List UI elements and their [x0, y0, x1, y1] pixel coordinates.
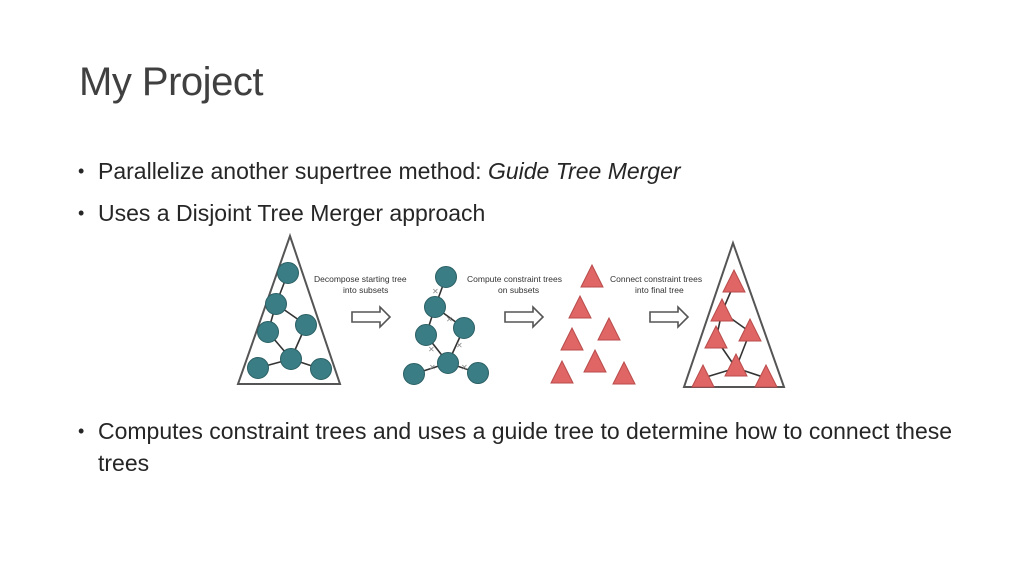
constraint-tree-triangle: [612, 360, 636, 385]
bullet-dot: •: [78, 421, 85, 441]
merged-tree-triangle: [691, 363, 715, 388]
tree-merger-diagram: Decompose starting tree into subsets ✕: [228, 232, 798, 392]
merged-tree-triangle: [710, 297, 734, 322]
panel-decomposed-subsets: ✕ ✕ ✕ ✕ ✕ ✕: [403, 266, 489, 385]
subset-node: [403, 363, 425, 385]
starting-tree-outline: [236, 232, 342, 385]
bullet-item-2: • Uses a Disjoint Tree Merger approach: [78, 197, 978, 229]
subset-node: [424, 296, 446, 318]
bullet-dot: •: [78, 203, 85, 223]
cut-marks: ✕ ✕ ✕ ✕ ✕ ✕: [428, 287, 468, 372]
step-1-label-line1: Decompose starting tree: [314, 274, 407, 284]
merged-tree-triangle: [738, 317, 762, 342]
tree-node: [310, 358, 332, 380]
tree-node: [257, 321, 279, 343]
subset-node: [435, 266, 457, 288]
tree-node: [247, 357, 269, 379]
bullet-1-text: Parallelize another supertree method:: [98, 158, 488, 184]
merged-tree-triangle: [704, 324, 728, 349]
arrow-right-icon: [351, 305, 392, 329]
slide-title: My Project: [79, 60, 263, 104]
bullet-1-italic: Guide Tree Merger: [487, 158, 681, 184]
arrow-right-icon: [504, 305, 545, 329]
panel-starting-tree: [236, 232, 342, 385]
merged-tree-triangle: [722, 268, 746, 293]
arrow-right-icon: [649, 305, 690, 329]
subset-nodes: [403, 266, 489, 385]
tree-node: [280, 348, 302, 370]
step-2-label-line1: Compute constraint trees: [467, 274, 562, 284]
starting-tree-nodes: [247, 262, 332, 380]
subset-node: [467, 362, 489, 384]
panel-final-tree: [682, 239, 786, 388]
diagram-svg: Decompose starting tree into subsets ✕: [236, 232, 786, 388]
constraint-tree-triangle: [560, 326, 584, 351]
final-tree-outline: [682, 239, 786, 388]
step-1-label-line2: into subsets: [343, 285, 388, 295]
bullet-item-1: • Parallelize another supertree method: …: [78, 155, 978, 187]
svg-text:✕: ✕: [456, 341, 463, 350]
constraint-tree-triangle: [550, 359, 574, 384]
tree-node: [265, 293, 287, 315]
tree-node: [295, 314, 317, 336]
merged-tree-triangle: [724, 352, 748, 377]
constraint-tree-triangle: [597, 316, 621, 341]
bullet-dot: •: [78, 161, 85, 181]
final-tree-triangles: [691, 268, 778, 388]
step-2-label-line2: on subsets: [498, 285, 539, 295]
svg-text:✕: ✕: [428, 345, 435, 354]
svg-text:✕: ✕: [432, 287, 439, 296]
merged-tree-triangle: [754, 363, 778, 388]
subset-node: [453, 317, 475, 339]
bullet-3-text: Computes constraint trees and uses a gui…: [98, 418, 953, 476]
svg-text:✕: ✕: [461, 363, 468, 372]
constraint-tree-triangle: [583, 348, 607, 373]
constraint-tree-triangle: [580, 263, 604, 288]
tree-node: [277, 262, 299, 284]
svg-text:✕: ✕: [429, 363, 436, 372]
subset-node: [415, 324, 437, 346]
bullet-item-3: • Computes constraint trees and uses a g…: [78, 415, 978, 479]
step-3-label-line2: into final tree: [635, 285, 684, 295]
bottom-bullet-list: • Computes constraint trees and uses a g…: [78, 415, 978, 479]
step-3-label-line1: Connect constraint trees: [610, 274, 702, 284]
constraint-tree-triangle: [568, 294, 592, 319]
bullet-2-text: Uses a Disjoint Tree Merger approach: [98, 200, 486, 226]
bullet-list: • Parallelize another supertree method: …: [78, 155, 978, 239]
svg-text:✕: ✕: [446, 315, 453, 324]
subset-node: [437, 352, 459, 374]
panel-constraint-trees: [550, 263, 636, 385]
